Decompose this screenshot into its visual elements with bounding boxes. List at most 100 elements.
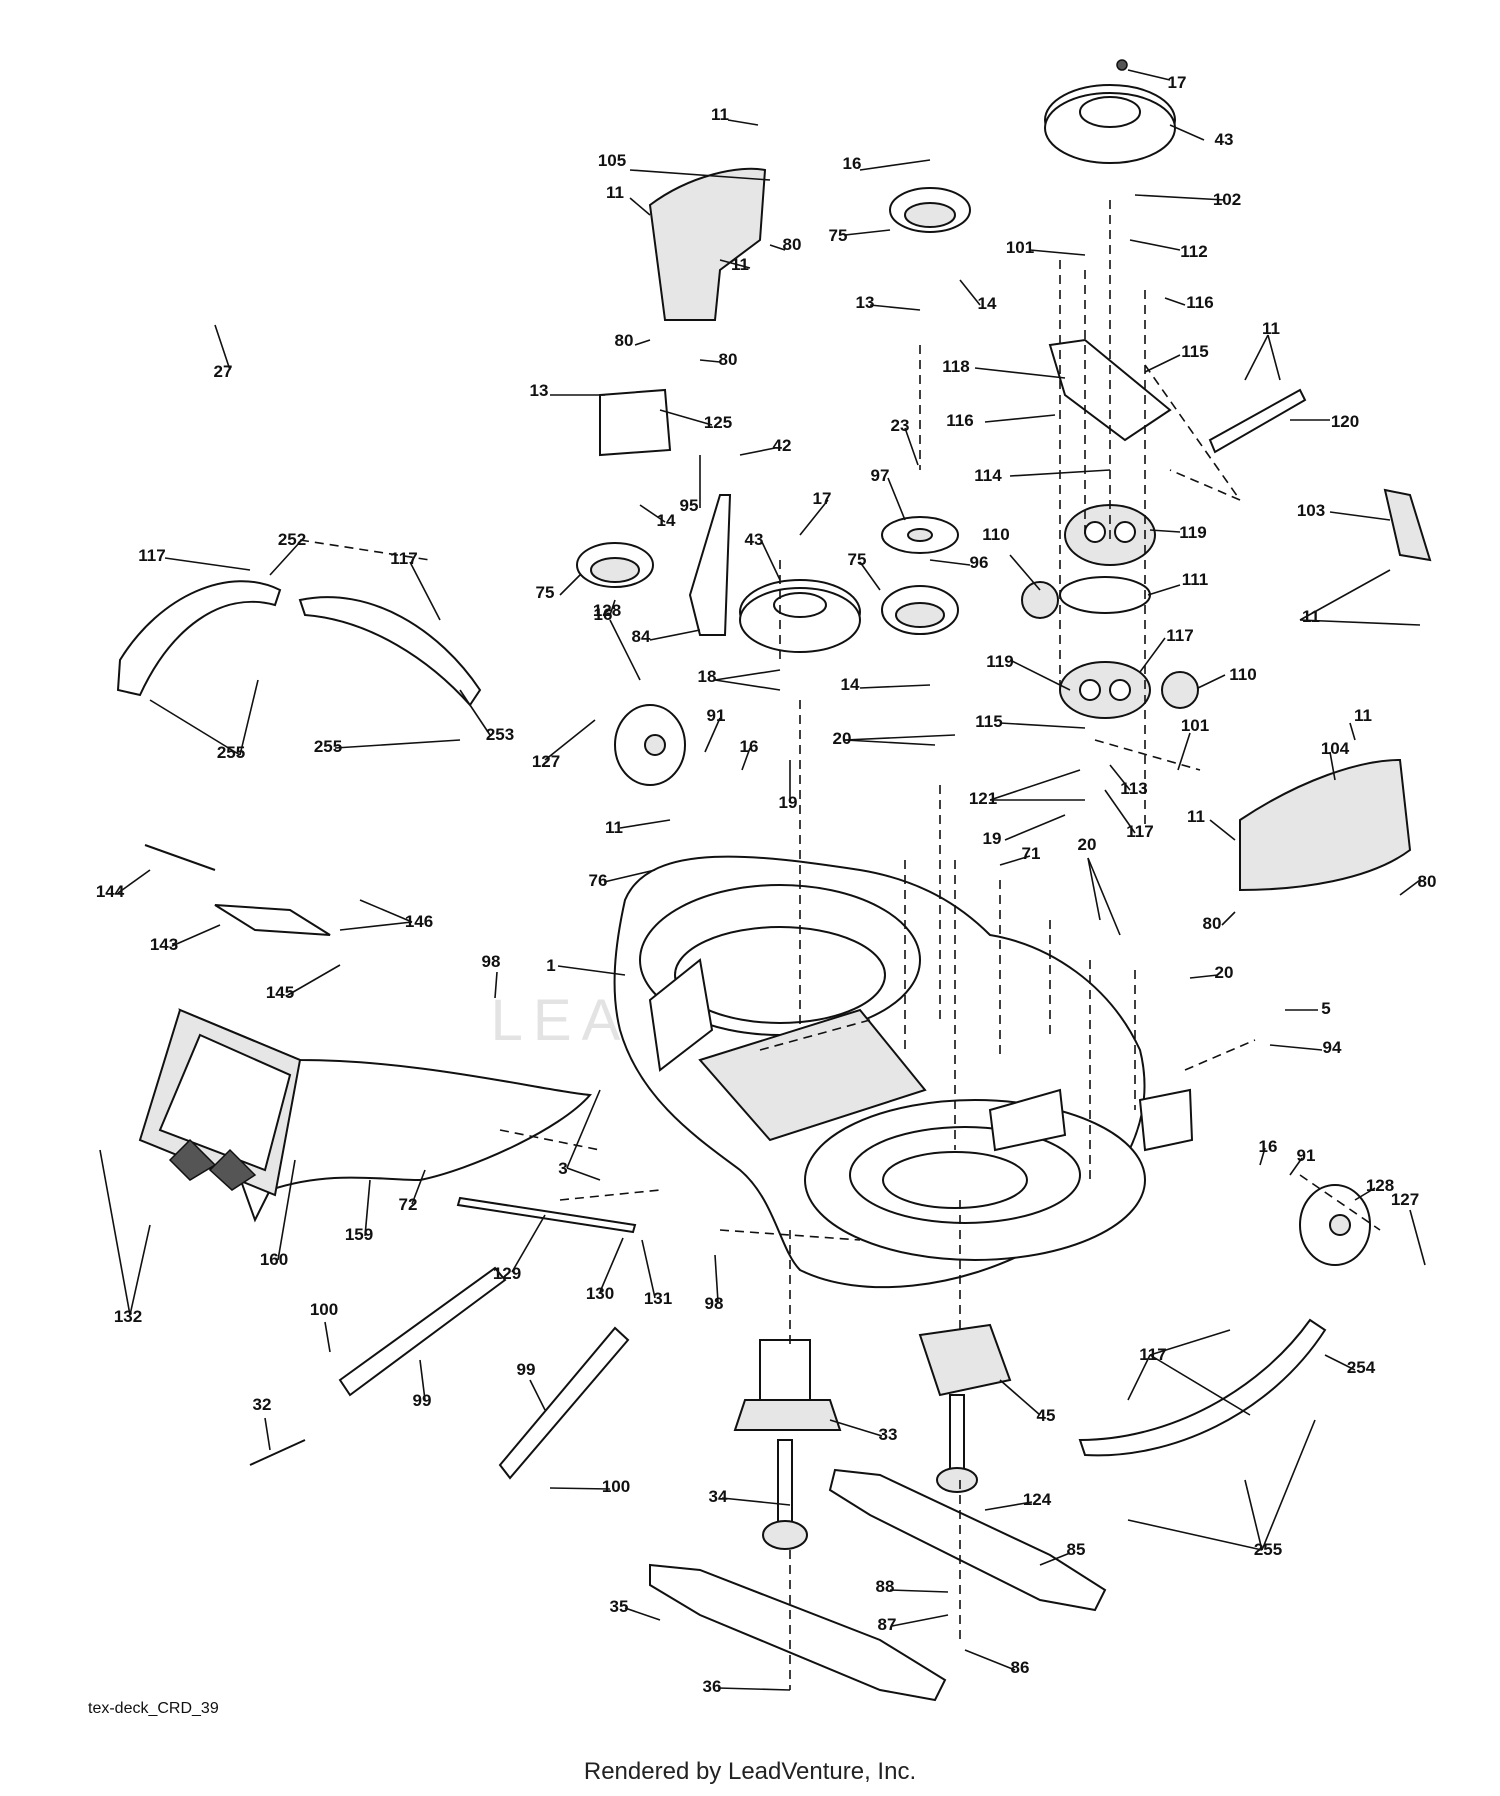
leader-line: [1354, 1187, 1376, 1201]
leader-line: [887, 477, 906, 521]
assembly-line: [1144, 364, 1241, 501]
leader-line: [544, 719, 596, 761]
leader-line: [859, 159, 931, 171]
part-callout: 131: [644, 1289, 672, 1308]
part-callout: 105: [598, 151, 626, 170]
leader-line: [287, 964, 341, 996]
leader-line: [129, 1224, 151, 1316]
part-callout: 99: [413, 1391, 432, 1410]
leader-line: [324, 1321, 331, 1353]
leader-line: [1399, 879, 1421, 896]
part-callout: 144: [96, 882, 125, 901]
part-callout: 85: [1067, 1540, 1086, 1559]
leader-line: [1269, 1044, 1323, 1051]
leader-line: [1267, 334, 1281, 381]
part-callout: 160: [260, 1250, 288, 1269]
leader-line: [659, 409, 713, 426]
leader-line: [629, 169, 771, 181]
leader-line: [959, 279, 981, 306]
part-callout: 16: [594, 605, 613, 624]
leader-line: [603, 869, 656, 883]
bracket-125: [599, 388, 672, 457]
leader-line: [1261, 1419, 1316, 1551]
leader-line: [1104, 789, 1136, 834]
assembly-line: [719, 1229, 861, 1241]
part-callout: 127: [1391, 1190, 1419, 1209]
leader-line: [1324, 1354, 1356, 1371]
leader-line: [239, 679, 259, 756]
leader-line: [609, 599, 616, 616]
part-callout: 71: [1022, 844, 1041, 863]
part-callout: 117: [1126, 822, 1153, 841]
part-callout: 117: [390, 549, 417, 568]
leader-line: [1169, 124, 1205, 141]
part-callout: 80: [719, 350, 738, 369]
leader-line: [727, 119, 759, 126]
leader-line: [1221, 911, 1236, 926]
leader-line: [1409, 1209, 1426, 1266]
part-callout: 95: [680, 496, 699, 515]
plate-143: [214, 904, 331, 936]
part-callout: 16: [1259, 1137, 1278, 1156]
leader-line: [1134, 194, 1226, 201]
leader-line: [339, 921, 413, 931]
leader-line: [844, 739, 936, 746]
leader-line: [1164, 297, 1186, 306]
part-callout: 159: [345, 1225, 373, 1244]
arm-120: [1208, 388, 1307, 454]
leader-line: [1109, 764, 1131, 791]
part-callout: 104: [1321, 739, 1350, 758]
part-callout: 100: [602, 1477, 630, 1496]
leader-line: [1149, 1354, 1251, 1416]
leader-line: [1009, 554, 1041, 591]
part-callout: 84: [632, 627, 651, 646]
leader-line: [164, 557, 251, 571]
leader-line: [641, 1239, 656, 1299]
leader-line: [117, 869, 151, 894]
leader-line: [409, 561, 441, 621]
bracket-84: [688, 494, 732, 636]
part-callout: 86: [1011, 1658, 1030, 1677]
leader-line: [1149, 1329, 1231, 1356]
part-callout: 91: [1297, 1146, 1316, 1165]
assembly-line: [759, 1019, 871, 1051]
leader-line: [714, 1254, 719, 1303]
part-callout: 35: [610, 1597, 629, 1616]
leader-line: [999, 722, 1086, 729]
part-callout: 80: [1203, 914, 1222, 933]
leader-line: [599, 1237, 624, 1293]
leader-line: [989, 769, 1081, 801]
leader-line: [1177, 732, 1191, 771]
leader-line: [1004, 814, 1066, 841]
link-99-upper: [338, 1266, 507, 1397]
leader-line: [859, 684, 931, 689]
assembly-line: [1184, 1039, 1256, 1071]
part-callout: 124: [1023, 1490, 1052, 1509]
part-callout: 99: [517, 1360, 536, 1379]
leader-line: [99, 1149, 131, 1316]
leader-line: [717, 1687, 791, 1691]
part-callout: 11: [1187, 807, 1205, 826]
part-callout: 118: [942, 357, 969, 376]
leader-line: [1189, 974, 1219, 979]
leader-line: [799, 499, 829, 536]
leader-line: [964, 1649, 1016, 1671]
leader-line: [999, 855, 1031, 866]
leader-line: [1139, 637, 1166, 673]
part-callout: 32: [253, 1395, 272, 1414]
part-callout: 75: [848, 550, 867, 569]
leader-line: [1129, 239, 1181, 251]
part-callout: 128: [1366, 1176, 1394, 1195]
leader-line: [1009, 659, 1071, 691]
part-callout: 43: [745, 530, 764, 549]
leader-line: [1244, 1479, 1263, 1551]
leader-line: [269, 541, 301, 576]
leader-line: [769, 244, 786, 251]
part-callout: 1: [546, 956, 555, 975]
leader-lines: [99, 69, 1426, 1691]
part-callout: 17: [1168, 73, 1187, 92]
part-callout: 11: [1302, 607, 1320, 626]
leader-line: [529, 1379, 546, 1411]
part-callout: 11: [711, 105, 729, 124]
